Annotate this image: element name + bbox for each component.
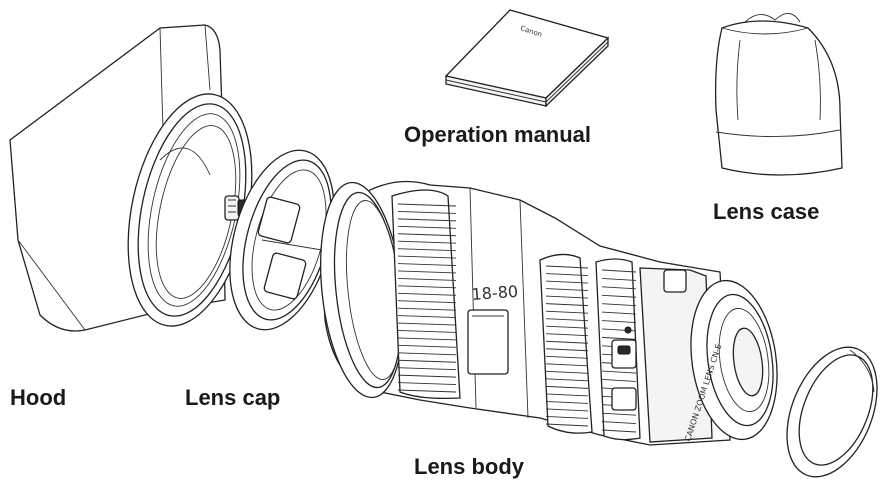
rear-cap-illustration (769, 334, 889, 487)
operation-manual-illustration: Canon (446, 10, 608, 106)
focal-range-marking: 18-80 (471, 282, 519, 304)
label-lens-cap: Lens cap (185, 387, 280, 409)
label-lens-case: Lens case (713, 201, 819, 223)
label-lens-body: Lens body (414, 456, 524, 478)
label-hood: Hood (10, 387, 66, 409)
label-operation-manual: Operation manual (404, 124, 591, 146)
lens-case-illustration (716, 13, 842, 175)
